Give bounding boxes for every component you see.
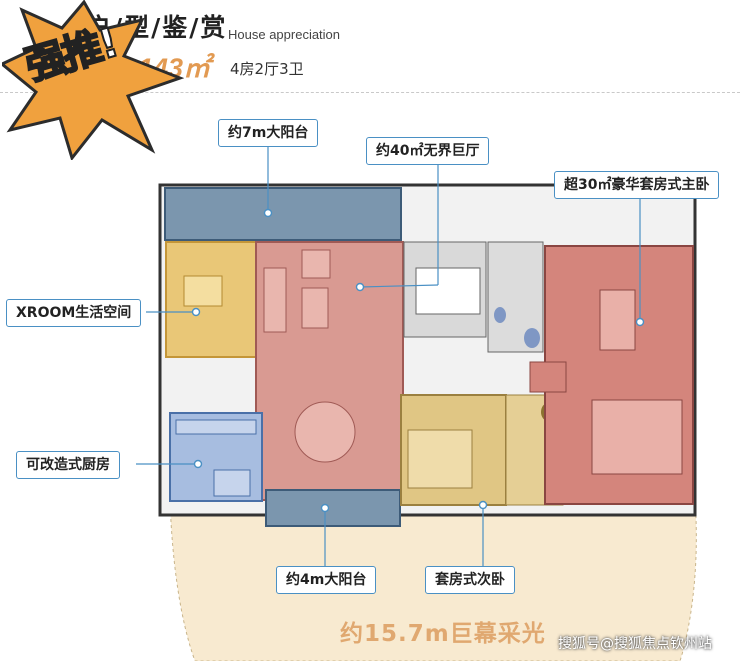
label-xroom: XROOM生活空间 — [6, 299, 142, 327]
page-subtitle: House appreciation — [228, 27, 341, 42]
label-balcony-7m: 约7m大阳台 — [218, 119, 319, 147]
light-caption: 约15.7m巨幕采光 — [340, 621, 546, 647]
label-kitchen: 可改造式厨房 — [16, 451, 120, 479]
balcony-7m — [164, 187, 402, 241]
unit-layout: 4房2厅3卫 — [230, 60, 304, 78]
label-balcony-4m: 约4m大阳台 — [276, 566, 377, 594]
watermark: 搜狐号@搜狐焦点钦州站 — [558, 636, 712, 652]
header-divider — [0, 92, 740, 93]
label-secondary-bedroom: 套房式次卧 — [425, 566, 515, 594]
label-master-bedroom: 超30㎡豪华套房式主卧 — [554, 171, 720, 199]
stamp-badge — [2, 0, 184, 160]
balcony-4m — [265, 489, 401, 527]
label-living-hall: 约40㎡无界巨厅 — [366, 137, 490, 165]
